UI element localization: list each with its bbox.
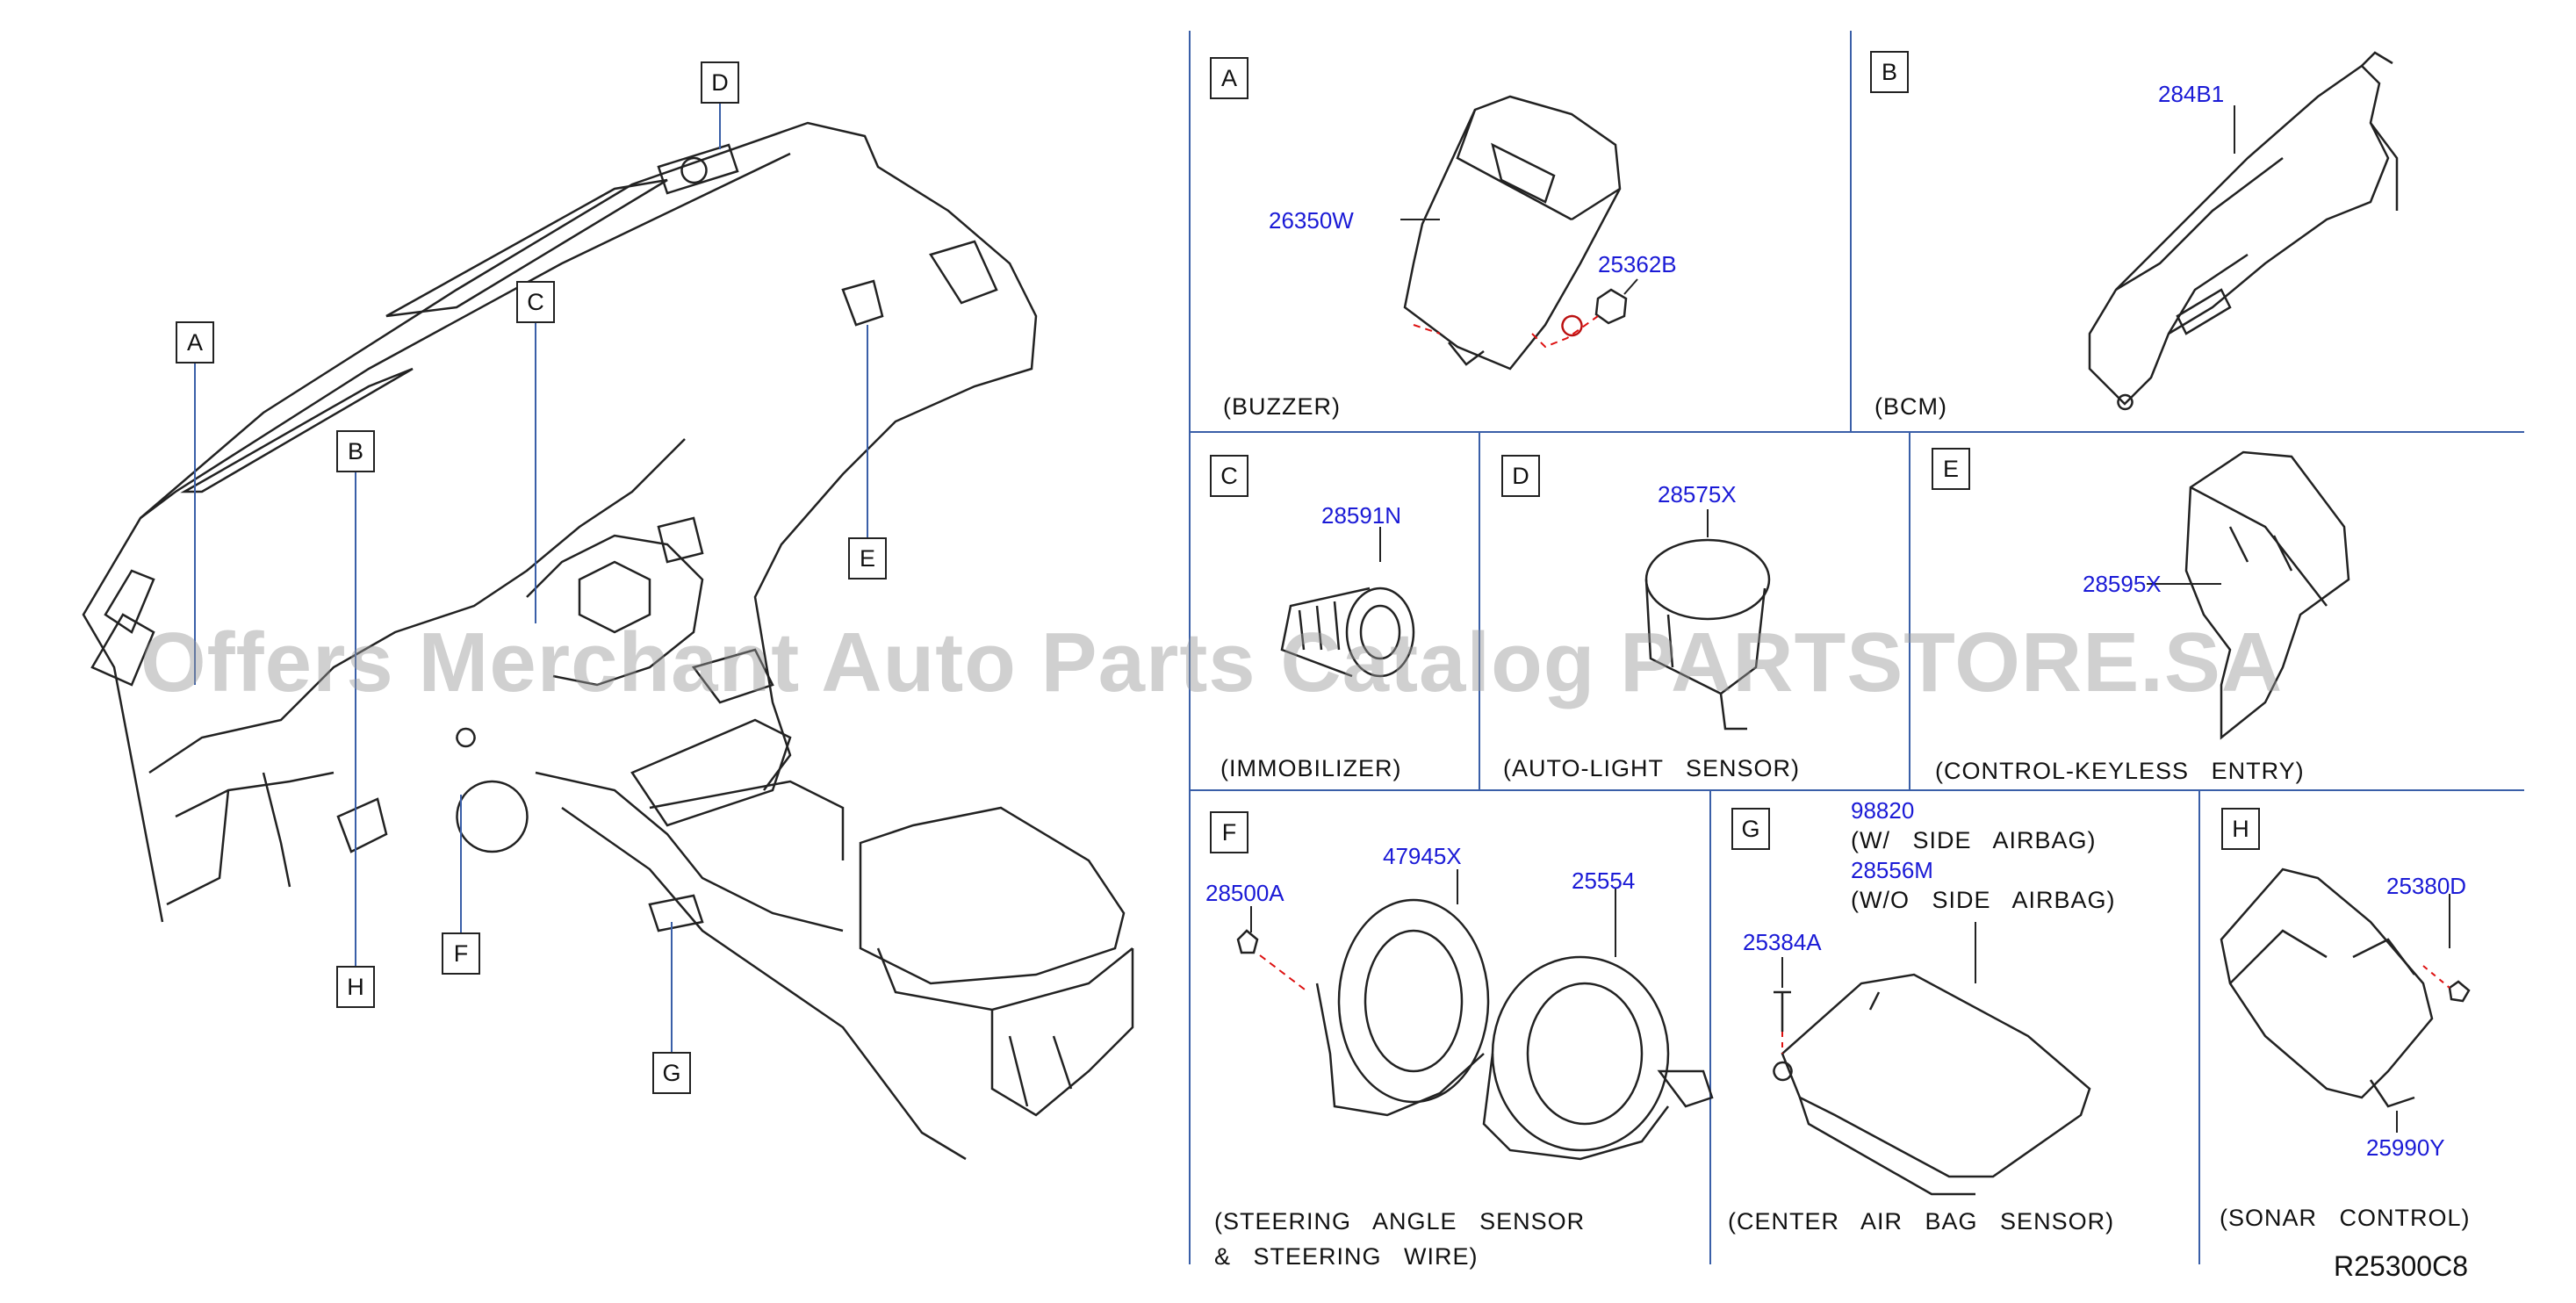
part-leaders [1250,105,2450,1133]
callout-box-a: A [176,321,214,364]
panel-f-caption-line2: & STEERING WIRE) [1214,1243,1479,1270]
buzzer-dashed-leader [1413,315,1599,349]
callout-box-b: B [336,430,375,472]
panel-b-letter: B [1870,51,1909,93]
callout-box-f: F [442,932,480,975]
sonar-dashed-leader [2422,965,2450,989]
steering-dashed-leader [1259,954,1309,993]
part-number-25554: 25554 [1572,867,1636,894]
part-note-without-side-airbag: (W/O SIDE AIRBAG) [1851,887,2116,913]
panel-frame [1189,31,2524,1264]
part-number-284b1: 284B1 [2158,81,2225,107]
airbag-sensor-drawing [1773,973,2091,1196]
panel-f-letter: F [1210,811,1248,853]
panel-h-letter: H [2221,808,2260,850]
immobilizer-drawing [1280,587,1415,678]
part-number-28500a: 28500A [1205,880,1284,906]
steering-sensor-drawing [1236,898,1714,1161]
part-number-47945x: 47945X [1383,843,1462,869]
callout-box-c: C [516,281,555,323]
panel-d-caption: (AUTO-LIGHT SENSOR) [1503,755,1801,781]
part-number-98820: 98820 [1851,797,1915,824]
callout-box-g: G [652,1052,691,1094]
part-number-25380d: 25380D [2386,873,2467,899]
panel-g-letter: G [1731,808,1770,850]
panel-e-caption: (CONTROL-KEYLESS ENTRY) [1935,758,2305,784]
part-number-25384a: 25384A [1743,929,1822,955]
panel-e-letter: E [1932,448,1970,490]
panel-a-letter: A [1210,57,1248,99]
sonar-control-drawing [2220,867,2471,1108]
dashboard-illustration [82,121,1134,1161]
part-number-25362b: 25362B [1598,251,1677,277]
part-number-26350w: 26350W [1269,207,1354,234]
callout-box-d: D [701,61,739,104]
callout-box-h: H [336,966,375,1008]
panel-g-caption: (CENTER AIR BAG SENSOR) [1728,1208,2115,1235]
part-number-28595x: 28595X [2083,571,2162,597]
panel-c-letter: C [1210,455,1248,497]
callout-box-e: E [848,537,887,580]
panel-f-caption-line1: (STEERING ANGLE SENSOR [1214,1208,1586,1235]
part-number-28556m: 28556M [1851,857,1933,883]
bcm-drawing [2088,51,2399,411]
part-number-28575x: 28575X [1658,481,1737,508]
buzzer-drawing [1403,95,1628,371]
keyless-entry-drawing [2184,450,2350,740]
watermark-text: Offers Merchant Auto Parts Catalog PARTS… [140,616,2284,709]
part-number-28591n: 28591N [1321,502,1402,529]
panel-c-caption: (IMMOBILIZER) [1220,755,1402,781]
auto-light-sensor-drawing [1644,538,1771,731]
diagram-reference-code: R25300C8 [2334,1250,2468,1282]
part-note-with-side-airbag: (W/ SIDE AIRBAG) [1851,827,2097,853]
part-number-25990y: 25990Y [2366,1134,2445,1161]
overview-leaders [194,104,868,1052]
panel-a-caption: (BUZZER) [1223,393,1341,420]
panel-b-caption: (BCM) [1874,393,1947,420]
panel-d-letter: D [1501,455,1540,497]
panel-h-caption: (SONAR CONTROL) [2220,1205,2471,1231]
